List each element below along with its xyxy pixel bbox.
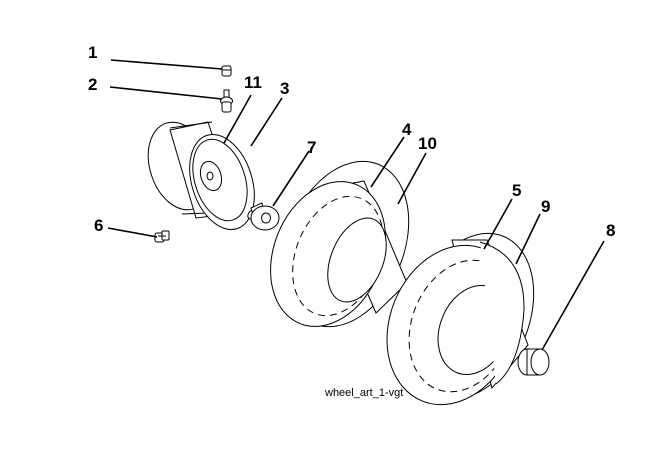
leader-lines — [107, 59, 605, 351]
callout-7: 7 — [307, 138, 316, 157]
valve-stem — [220, 89, 233, 113]
callout-2: 2 — [88, 75, 97, 94]
wheel-rim — [147, 121, 255, 231]
diagram-caption: wheel_art_1-vgt — [324, 387, 403, 399]
callout-8: 8 — [606, 221, 615, 240]
callout-1: 1 — [88, 43, 97, 62]
grease-fitting — [154, 230, 170, 243]
callout-11: 11 — [244, 73, 262, 92]
callout-5: 5 — [512, 181, 521, 200]
callout-4: 4 — [402, 120, 412, 139]
valve-cap — [221, 65, 232, 77]
callout-3: 3 — [280, 79, 289, 98]
tire-5 — [386, 232, 535, 406]
callout-9: 9 — [541, 197, 550, 216]
bushing — [247, 202, 280, 231]
hub-cap — [517, 348, 550, 376]
callout-6: 6 — [94, 216, 103, 235]
tire-4 — [270, 160, 410, 328]
callout-10: 10 — [418, 134, 437, 153]
